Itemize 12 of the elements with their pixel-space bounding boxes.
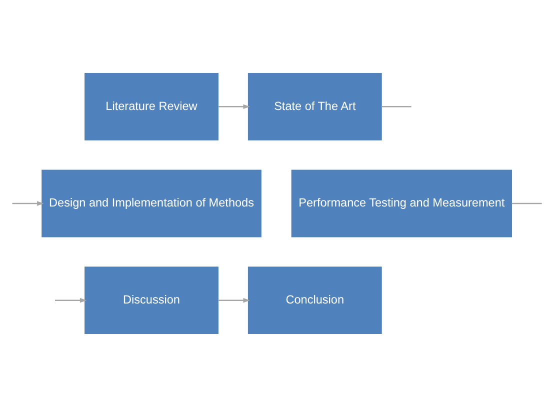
- connector: [512, 202, 542, 204]
- node-box: Performance Testing and Measurement: [291, 169, 512, 237]
- arrow: [218, 298, 250, 302]
- node-box: State of The Art: [248, 72, 382, 140]
- node-box: Discussion: [84, 266, 218, 334]
- connector: [382, 106, 412, 107]
- arrow: [218, 104, 250, 108]
- node-box: Literature Review: [84, 72, 218, 140]
- node-box: Design and Implementation of Methods: [42, 169, 262, 237]
- arrow: [12, 200, 44, 206]
- arrow: [55, 298, 87, 302]
- node-box: Conclusion: [248, 266, 382, 334]
